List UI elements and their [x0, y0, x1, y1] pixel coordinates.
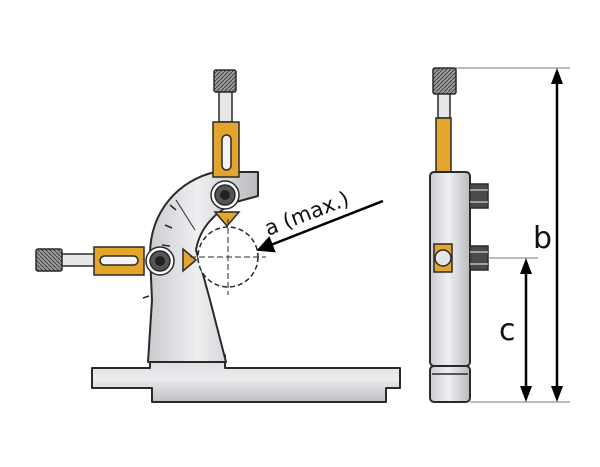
side-view-shaft: [437, 93, 451, 119]
side-slide-slot: [99, 255, 139, 266]
side-view-upper-nut-icon: [469, 183, 489, 209]
workpiece-circle: [190, 219, 266, 295]
side-view-brass-slide: [435, 117, 452, 173]
dimension-c-arrow-bottom: [520, 386, 532, 402]
top-contact-tip: [213, 211, 241, 228]
front-view: a (max.): [35, 69, 401, 403]
dimension-b-arrow-top: [551, 68, 563, 84]
top-knurled-knob-icon: [213, 69, 237, 93]
scale-marks: [142, 204, 177, 299]
angle-line: [175, 199, 196, 231]
callout-arrow: [256, 199, 384, 253]
dimensions: b c: [456, 67, 570, 403]
dimension-c-arrow-top: [520, 258, 532, 274]
side-shaft: [61, 253, 95, 267]
top-clamp-screw-icon: [210, 180, 240, 210]
side-knurled-knob-icon: [35, 248, 63, 272]
dimension-c-label: c: [499, 313, 516, 348]
top-shaft: [218, 91, 233, 123]
top-slide-slot: [221, 134, 232, 171]
side-contact-tip: [182, 247, 198, 273]
dimension-b-label: b: [533, 221, 552, 256]
side-view-lower-nut-icon: [469, 245, 489, 271]
side-view-side-shaft-end: [434, 249, 452, 267]
side-view-knurled-knob-icon: [432, 67, 457, 95]
dimension-b-arrow-bottom: [551, 386, 563, 402]
front-upright: [147, 171, 259, 363]
side-view-base: [429, 365, 471, 403]
front-base: [91, 354, 401, 403]
side-clamp-screw-icon: [145, 246, 175, 276]
callout-label-a-max: a (max.): [261, 187, 352, 241]
side-view: [429, 67, 489, 403]
